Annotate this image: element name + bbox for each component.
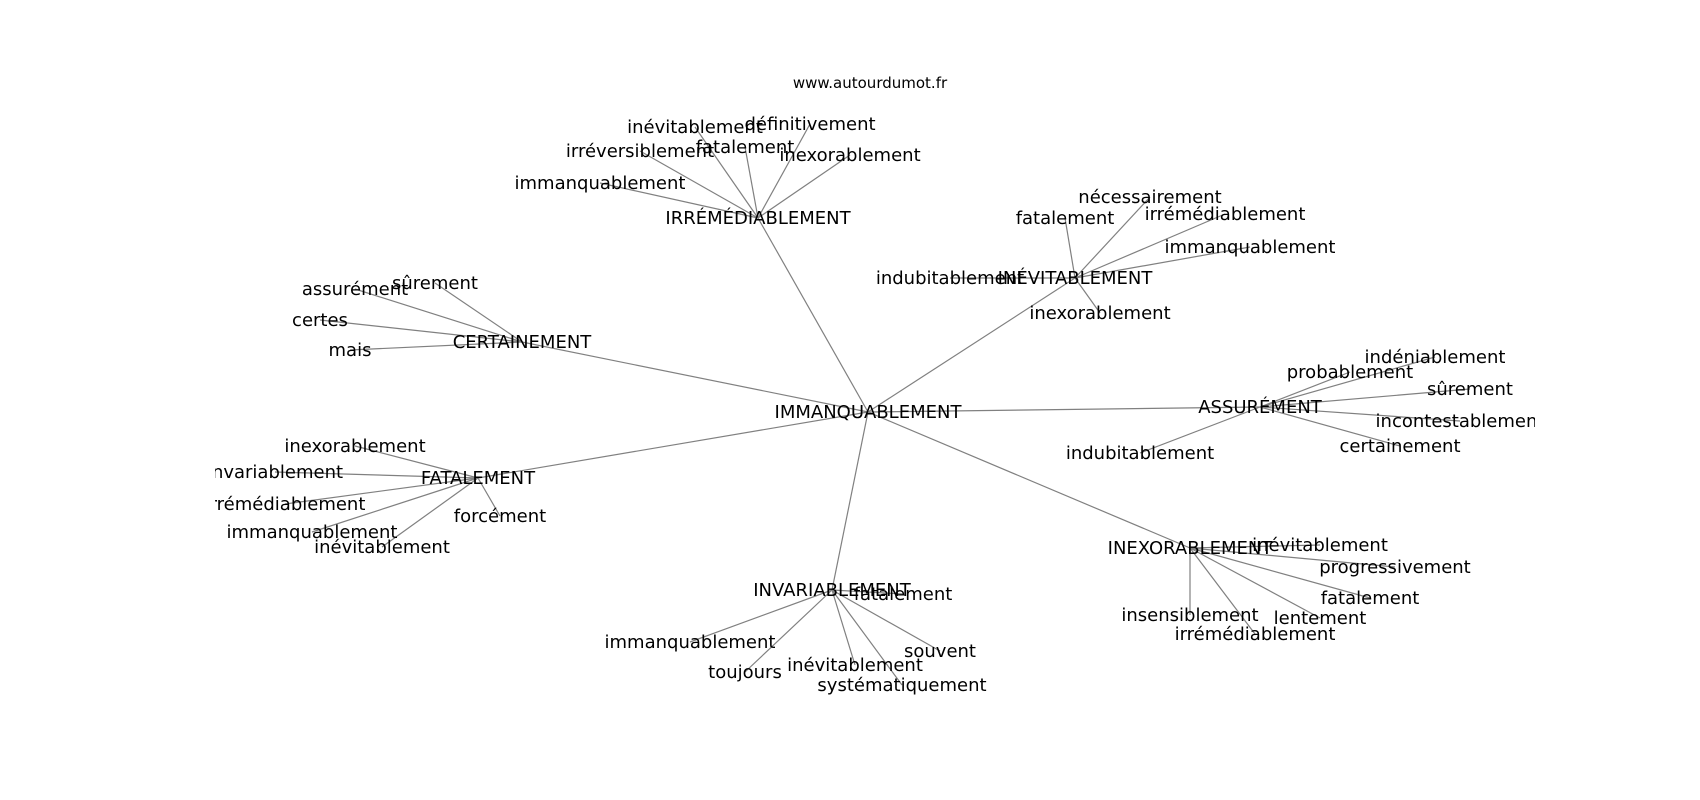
node-leaf-3-1: probablement: [1287, 362, 1413, 383]
edge-hub-4-leaf-5: [477, 477, 501, 517]
node-leaf-5-5: irrémédiablement: [1175, 624, 1336, 645]
node-leaf-3-5: indubitablement: [1066, 443, 1214, 464]
edge-center-hub-6: [831, 411, 869, 591]
node-leaf-6-4: toujours: [708, 662, 782, 683]
node-hub-3: ASSURÉMENT: [1198, 396, 1323, 418]
node-leaf-4-0: inexorablement: [284, 436, 425, 457]
node-leaf-6-2: souvent: [904, 641, 976, 662]
edge-hub-3-leaf-2: [1259, 388, 1471, 408]
edge-hub-5-leaf-1: [1189, 547, 1396, 568]
node-leaf-5-1: progressivement: [1319, 557, 1471, 578]
node-leaf-3-0: indéniablement: [1365, 347, 1506, 368]
edge-hub-6-leaf-4: [744, 589, 833, 673]
edge-hub-5-leaf-2: [1189, 547, 1371, 599]
edge-hub-6-leaf-2: [831, 589, 941, 652]
edge-hub-2-leaf-0: [434, 282, 523, 343]
node-center: IMMANQUABLEMENT: [775, 402, 963, 423]
edge-hub-2-leaf-3: [349, 341, 523, 351]
edge-hub-0-leaf-1: [757, 123, 811, 219]
node-leaf-5-2: fatalement: [1321, 588, 1420, 609]
graph-edges: [274, 123, 1471, 686]
node-leaf-5-4: insensiblement: [1121, 605, 1258, 626]
node-leaf-1-4: indubitablement: [876, 268, 1024, 289]
node-leaf-0-4: inexorablement: [779, 145, 920, 166]
node-leaf-4-1: invariablement: [207, 462, 343, 483]
edge-center-hub-2: [521, 341, 869, 413]
edge-hub-3-leaf-5: [1139, 406, 1261, 454]
edge-hub-0-leaf-2: [639, 150, 759, 219]
edge-center-hub-1: [867, 277, 1076, 413]
site-watermark: www.autourdumot.fr: [793, 74, 948, 92]
edge-hub-5-leaf-5: [1189, 547, 1256, 635]
node-leaf-2-2: certes: [292, 310, 348, 331]
node-leaf-1-0: nécessairement: [1078, 187, 1221, 208]
node-leaf-3-2: sûrement: [1427, 379, 1513, 400]
edge-center-hub-3: [867, 406, 1261, 413]
edge-hub-6-leaf-1: [689, 589, 833, 643]
node-hub-6: INVARIABLEMENT: [753, 580, 911, 601]
edge-hub-1-leaf-1: [1064, 217, 1076, 279]
edge-hub-0-leaf-3: [744, 146, 759, 219]
edge-hub-1-leaf-2: [1074, 213, 1226, 279]
node-leaf-3-4: certainement: [1339, 436, 1460, 457]
edge-hub-6-leaf-5: [831, 589, 903, 686]
edge-hub-4-leaf-4: [381, 477, 479, 548]
edge-hub-6-leaf-3: [831, 589, 856, 666]
node-leaf-5-0: inévitablement: [1252, 535, 1388, 556]
edge-hub-4-leaf-2: [284, 477, 479, 505]
edge-hub-2-leaf-2: [319, 319, 523, 343]
node-leaf-1-5: inexorablement: [1029, 303, 1170, 324]
edge-hub-5-leaf-0: [1189, 544, 1321, 549]
node-hub-4: FATALEMENT: [421, 468, 536, 489]
edge-hub-3-leaf-1: [1259, 371, 1351, 408]
edge-hub-3-leaf-0: [1259, 356, 1436, 408]
node-leaf-0-1: définitivement: [744, 114, 875, 135]
node-leaf-6-5: systématiquement: [817, 675, 986, 696]
edge-hub-6-leaf-0: [831, 589, 904, 595]
node-leaf-4-3: immanquablement: [227, 522, 398, 543]
node-leaf-5-3: lentement: [1274, 608, 1367, 629]
node-hub-5: INEXORABLEMENT: [1108, 538, 1274, 559]
edge-center-hub-5: [867, 411, 1191, 549]
node-leaf-0-0: inévitablement: [627, 117, 763, 138]
edge-hub-3-leaf-4: [1259, 406, 1401, 447]
node-leaf-6-0: fatalement: [854, 584, 953, 605]
edge-hub-1-leaf-0: [1074, 196, 1151, 279]
node-leaf-2-0: sûrement: [392, 273, 478, 294]
edge-hub-1-leaf-3: [1074, 246, 1251, 279]
node-leaf-4-4: inévitablement: [314, 537, 450, 558]
edge-hub-0-leaf-4: [757, 154, 851, 219]
edge-hub-2-leaf-1: [354, 288, 523, 343]
node-leaf-6-3: inévitablement: [787, 655, 923, 676]
edge-hub-5-leaf-3: [1189, 547, 1321, 619]
edge-hub-0-leaf-5: [599, 182, 759, 219]
node-leaf-0-3: fatalement: [696, 137, 795, 158]
edge-hub-4-leaf-1: [274, 471, 479, 479]
edge-center-hub-0: [757, 217, 869, 413]
node-leaf-2-3: mais: [329, 340, 372, 361]
node-leaf-0-2: irréversiblement: [566, 141, 714, 162]
node-hub-2: CERTAINEMENT: [453, 332, 593, 353]
node-leaf-1-2: irrémédiablement: [1145, 204, 1306, 225]
node-leaf-4-5: forcément: [454, 506, 546, 527]
node-hub-1: INÉVITABLEMENT: [998, 267, 1154, 289]
edge-hub-3-leaf-3: [1259, 406, 1461, 422]
node-leaf-6-1: immanquablement: [605, 632, 776, 653]
edge-center-hub-4: [477, 411, 869, 479]
node-leaf-3-3: incontestablement: [1376, 411, 1545, 432]
graph-labels: IMMANQUABLEMENT IRRÉMÉDIABLEMENT inévitabl…: [205, 114, 1545, 696]
node-leaf-1-1: fatalement: [1016, 208, 1115, 229]
edge-hub-0-leaf-0: [694, 126, 759, 219]
node-hub-0: IRRÉMÉDIABLEMENT: [665, 207, 851, 229]
edge-hub-4-leaf-0: [354, 445, 479, 479]
edge-hub-4-leaf-3: [311, 477, 479, 533]
node-leaf-4-2: irrémédiablement: [205, 494, 366, 515]
node-leaf-2-1: assurément: [302, 279, 408, 300]
edge-hub-1-leaf-5: [1074, 277, 1101, 314]
node-leaf-1-3: immanquablement: [1165, 237, 1336, 258]
node-leaf-0-5: immanquablement: [515, 173, 686, 194]
